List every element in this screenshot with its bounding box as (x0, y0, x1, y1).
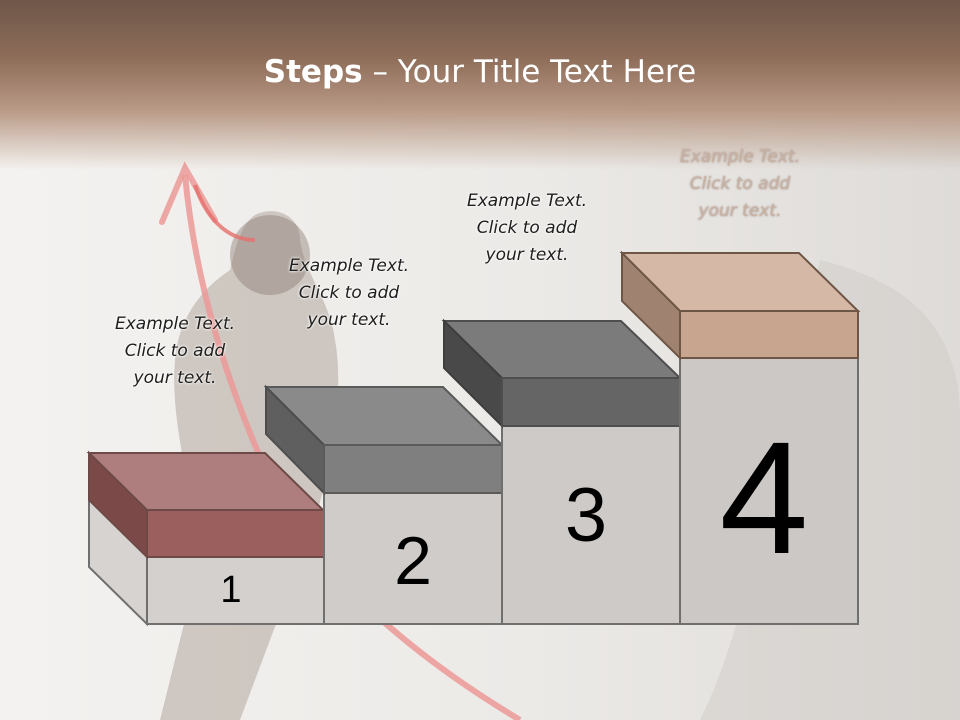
step-4-number: 4 (719, 408, 809, 587)
caption-line: your text. (698, 201, 782, 221)
title-rest: – Your Title Text Here (362, 54, 697, 90)
step-2-number: 2 (394, 523, 432, 599)
caption-line: Click to add (689, 174, 791, 194)
title-band (0, 0, 960, 170)
caption-line: Example Text. (679, 147, 801, 167)
step-1-number: 1 (220, 569, 242, 611)
step-3-number: 3 (564, 473, 608, 558)
step-3-block[interactable] (441, 318, 683, 625)
caption-line: Example Text. (466, 191, 588, 211)
step-1-block[interactable] (86, 450, 326, 627)
page-title[interactable]: Steps – Your Title Text Here (0, 54, 960, 90)
step-1-caption[interactable]: Example Text. Click to add your text. (80, 311, 270, 392)
caption-line: Click to add (298, 283, 400, 303)
caption-line: Example Text. (288, 256, 410, 276)
caption-line: Example Text. (114, 314, 236, 334)
step-4-caption[interactable]: Example Text. Click to add your text. (645, 144, 835, 225)
caption-line: Click to add (124, 341, 226, 361)
caption-line: Click to add (476, 218, 578, 238)
step-2-caption[interactable]: Example Text. Click to add your text. (254, 253, 444, 334)
title-bold: Steps (263, 54, 363, 90)
caption-line: your text. (307, 310, 391, 330)
caption-line: your text. (485, 245, 569, 265)
caption-line: your text. (133, 368, 217, 388)
step-4-block[interactable] (619, 250, 861, 625)
step-3-caption[interactable]: Example Text. Click to add your text. (432, 188, 622, 269)
